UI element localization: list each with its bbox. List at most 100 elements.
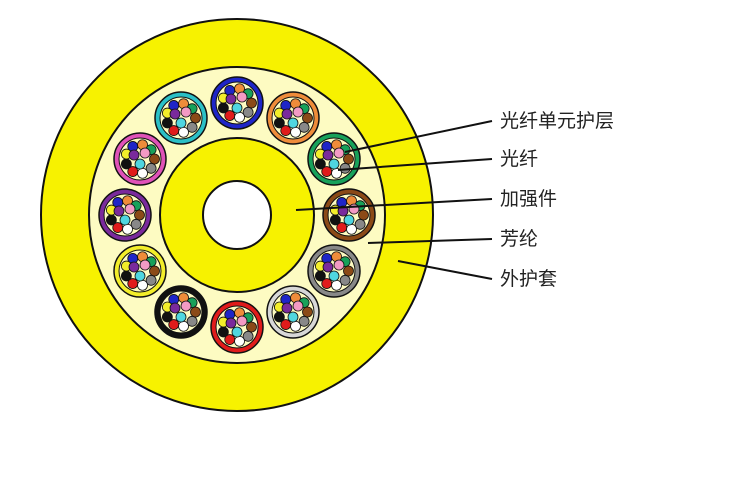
center-hole (202, 180, 272, 250)
fiber-unit (98, 188, 152, 242)
fiber (358, 209, 369, 221)
fiber (234, 335, 245, 347)
fiber (302, 112, 313, 124)
fiber (287, 117, 299, 129)
label-strength-member: 加强件 (500, 188, 557, 210)
fiber-unit (266, 285, 320, 339)
fiber (149, 153, 160, 165)
callouts: 光纤单元护层 光纤 加强件 芳纶 外护套 (295, 110, 614, 290)
fiber (145, 274, 157, 286)
fiber (139, 259, 151, 271)
fiber (339, 274, 351, 286)
fiber-unit (266, 91, 320, 145)
fiber (139, 147, 151, 159)
fiber (175, 117, 187, 129)
fiber (343, 265, 354, 277)
fiber (292, 106, 304, 118)
fiber (314, 158, 326, 170)
fiber-unit (307, 244, 361, 298)
fiber (112, 222, 124, 233)
fiber (328, 270, 340, 282)
fiber (145, 162, 157, 174)
fiber (186, 121, 198, 133)
fiber (134, 270, 146, 282)
fiber (134, 209, 145, 221)
fiber (346, 223, 357, 235)
fiber (281, 108, 293, 120)
leader-unit-jacket (344, 120, 493, 153)
fiber (354, 218, 366, 230)
fiber (161, 117, 173, 129)
fiber (321, 278, 333, 289)
fiber-unit (322, 188, 376, 242)
fiber (298, 315, 310, 327)
fiber (137, 167, 148, 179)
fiber (234, 111, 245, 123)
fiber (280, 125, 292, 136)
fiber (178, 320, 189, 332)
fiber (242, 330, 254, 342)
fiber (224, 334, 236, 345)
fiber (113, 205, 125, 217)
fiber (127, 278, 139, 289)
label-fiber: 光纤 (500, 148, 538, 170)
fiber (242, 106, 254, 118)
fiber (175, 311, 187, 323)
fiber (120, 158, 132, 170)
fiber (169, 108, 181, 120)
fiber (246, 321, 257, 333)
fiber (321, 166, 333, 177)
fiber (236, 91, 248, 103)
fiber (231, 102, 243, 114)
leader-strength-member (295, 198, 493, 211)
fiber (343, 214, 355, 226)
fiber (236, 315, 248, 327)
fiber-unit (210, 300, 264, 354)
fiber (224, 110, 236, 121)
fiber (314, 270, 326, 282)
fiber (322, 261, 334, 273)
fiber (217, 326, 229, 338)
fiber (225, 93, 237, 105)
fiber (122, 223, 133, 235)
fiber (322, 149, 334, 161)
fiber (246, 97, 257, 109)
fiber-unit (113, 244, 167, 298)
fiber (119, 214, 131, 226)
fiber (287, 311, 299, 323)
fiber (186, 315, 198, 327)
label-unit-jacket: 光纤单元护层 (500, 110, 614, 132)
fiber-unit (113, 132, 167, 186)
fiber (130, 218, 142, 230)
fiber (225, 317, 237, 329)
fiber (128, 261, 140, 273)
fiber (134, 158, 146, 170)
fiber (168, 125, 180, 136)
fiber-units (98, 76, 376, 354)
fiber (169, 302, 181, 314)
fiber (231, 326, 243, 338)
fiber (290, 320, 301, 332)
fiber (137, 279, 148, 291)
leader-fiber (337, 158, 493, 171)
fiber (190, 112, 201, 124)
leader-aramid (367, 238, 493, 244)
fiber-unit (210, 76, 264, 130)
fiber (161, 311, 173, 323)
fiber (331, 279, 342, 291)
fiber (302, 306, 313, 318)
fiber (328, 158, 340, 170)
fiber (290, 126, 301, 138)
fiber-unit (307, 132, 361, 186)
fiber (348, 203, 360, 215)
fiber (280, 319, 292, 330)
fiber (124, 203, 136, 215)
fiber-unit (154, 91, 208, 145)
fiber (343, 153, 354, 165)
fiber (273, 117, 285, 129)
fiber (180, 300, 192, 312)
fiber (333, 147, 345, 159)
fiber (127, 166, 139, 177)
label-aramid: 芳纶 (500, 228, 538, 250)
fiber (105, 214, 117, 226)
